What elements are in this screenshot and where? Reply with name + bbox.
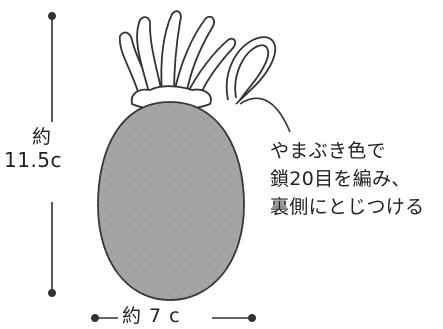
note-line: やまぶき色で [270,140,386,162]
leaf-4 [173,15,215,97]
width-dimension [91,313,257,322]
note-line: 鎖20目を編み、 [270,168,411,190]
note-leader-line [239,97,291,133]
height-label-about: 約 [32,126,52,148]
height-endpoint-bottom [47,288,56,297]
note-line: 裏側にとじつける [270,196,425,218]
leaf-3 [160,10,182,95]
width-endpoint-right [248,313,257,322]
height-label-value: 11.5c [4,148,63,172]
pineapple-body [97,101,245,301]
chain-loop [225,36,277,105]
leaf-2 [136,16,163,97]
pineapple-crown [118,10,237,111]
width-label: 約 7 c [118,307,185,326]
height-endpoint-top [47,12,56,21]
height-dimension [47,12,56,297]
width-endpoint-left [91,313,100,322]
leaf-5 [185,37,237,101]
